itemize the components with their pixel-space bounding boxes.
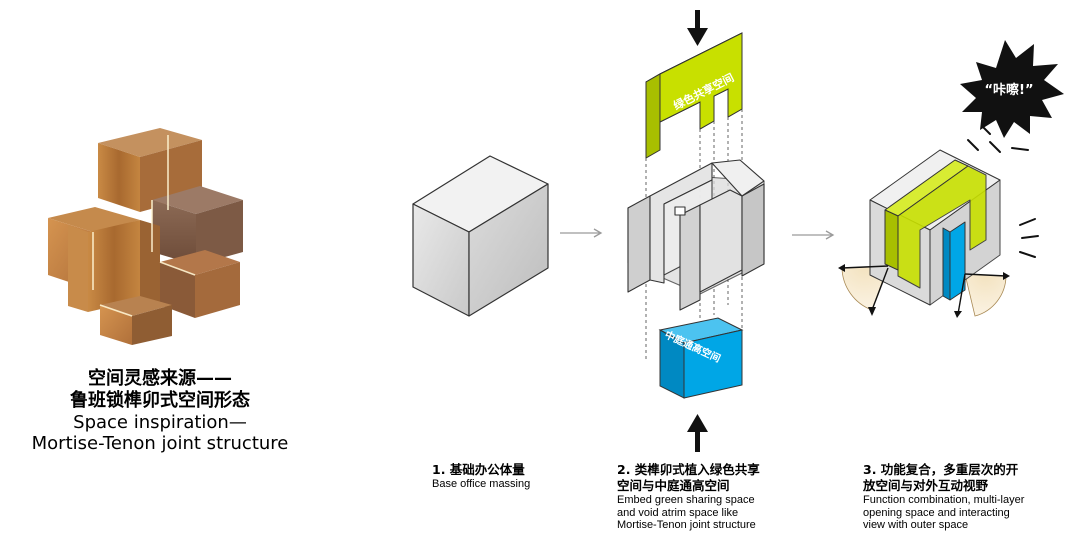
inspiration-title-en-2: Mortise-Tenon joint structure xyxy=(31,433,289,454)
base-massing-box xyxy=(412,155,549,317)
step-3-desc-line-2: opening space and interacting xyxy=(863,506,1010,519)
step-3-desc-line-3: view with outer space xyxy=(863,519,969,531)
inspiration-title-cn-1: 空间灵感来源—— xyxy=(88,368,232,389)
step-2-desc-line-2: and void atrim space like xyxy=(617,506,739,519)
exploded-diagram: 绿色共享空间 中庭通高空间 xyxy=(627,10,765,452)
step-3-caption: 3. 功能复合，多重层次的开 放空间与对外互动视野 Function combi… xyxy=(863,462,1024,532)
view-fan-right xyxy=(964,273,1007,317)
blue-atrium-block xyxy=(658,317,744,399)
step-3-desc-line-1: Function combination, multi-layer xyxy=(863,494,1025,506)
arrow-right-2 xyxy=(792,230,835,240)
step-2-title-line-1: 2. 类榫卯式植入绿色共享 xyxy=(617,462,760,477)
step-2-caption: 2. 类榫卯式植入绿色共享 空间与中庭通高空间 Embed green shar… xyxy=(617,462,760,532)
arrow-up-icon xyxy=(687,414,708,452)
step-2-desc-line-3: Mortise-Tenon joint structure xyxy=(617,519,756,531)
step-2-title-line-2: 空间与中庭通高空间 xyxy=(617,478,730,493)
arrow-down-icon xyxy=(687,10,708,46)
mortise-massing xyxy=(627,159,765,311)
crack-lines xyxy=(967,125,1039,258)
crack-burst-icon xyxy=(960,40,1064,138)
arrow-right-1 xyxy=(560,228,603,238)
green-sharing-block xyxy=(645,32,743,159)
luban-lock-illustration xyxy=(48,128,243,345)
step-2-desc-line-1: Embed green sharing space xyxy=(617,494,755,506)
inspiration-title-cn-2: 鲁班锁榫卯式空间形态 xyxy=(70,390,250,411)
inspiration-title-en-1: Space inspiration— xyxy=(73,412,247,433)
step-1-title: 1. 基础办公体量 xyxy=(432,462,525,477)
burst-label: “咔嚓!” xyxy=(984,82,1033,98)
step-3-title-line-2: 放空间与对外互动视野 xyxy=(863,478,989,493)
step-1-caption: 1. 基础办公体量 Base office massing xyxy=(432,462,530,491)
step-3-title-line-1: 3. 功能复合，多重层次的开 xyxy=(863,462,1019,477)
step-1-desc: Base office massing xyxy=(432,478,531,490)
combined-building xyxy=(838,125,1039,318)
inspiration-caption: 空间灵感来源—— 鲁班锁榫卯式空间形态 Space inspiration— M… xyxy=(10,368,310,454)
